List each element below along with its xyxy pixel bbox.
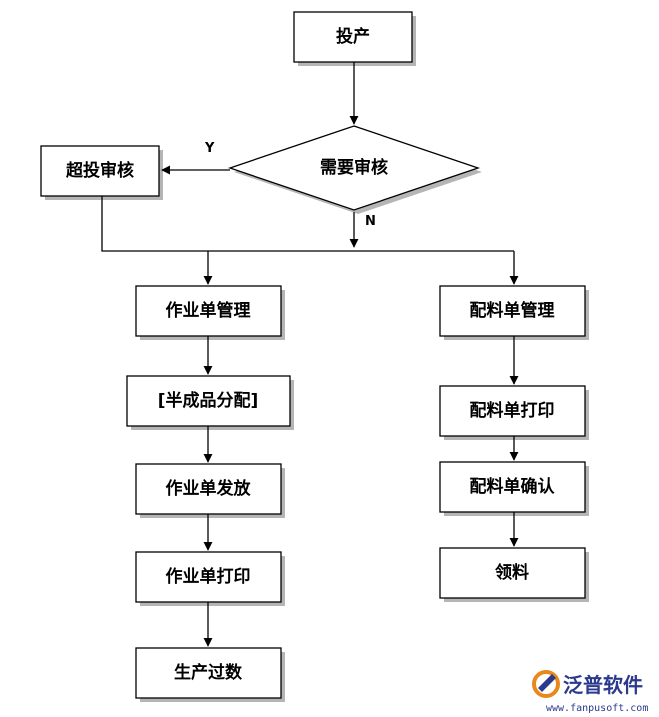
node-start-box: [293, 11, 413, 63]
node-material-pickup-label: 领料: [495, 562, 529, 583]
node-semi-alloc-box: [126, 375, 291, 427]
node-material-mgmt-label: 配料单管理: [470, 300, 555, 321]
node-material-confirm-box: [439, 461, 586, 513]
brand-url: www.fanpusoft.com: [546, 703, 648, 714]
node-decision-label: 需要审核: [320, 157, 388, 178]
node-semi-alloc-label: [半成品分配]: [158, 390, 259, 411]
brand-watermark: 泛普软件 www.fanpusoft.com: [532, 670, 648, 714]
node-work-order-print-box: [135, 551, 282, 603]
brand-name: 泛普软件: [563, 673, 643, 697]
edge-merge-bus: [101, 195, 514, 252]
nodes: [40, 11, 586, 699]
node-production-report-box: [135, 647, 282, 699]
node-work-order-release-box: [135, 463, 282, 515]
node-material-confirm-label: 配料单确认: [470, 476, 556, 497]
node-start-label: 投产: [336, 26, 370, 47]
node-material-pickup-box: [439, 547, 586, 599]
node-over-review-label: 超投审核: [66, 160, 134, 181]
edge-no-label: N: [365, 214, 376, 229]
node-work-order-release-label: 作业单发放: [166, 478, 252, 499]
node-work-order-print-label: 作业单打印: [166, 566, 251, 587]
node-over-review-box: [40, 145, 160, 197]
edge-yes-label: Y: [204, 141, 215, 156]
node-material-mgmt-box: [439, 285, 586, 337]
node-decision-diamond: [227, 125, 481, 211]
node-material-print-box: [439, 385, 586, 437]
brand-logo-icon: [532, 670, 560, 698]
box-shadows: [45, 16, 589, 702]
node-work-order-mgmt-label: 作业单管理: [166, 300, 251, 321]
node-production-report-label: 生产过数: [174, 662, 243, 683]
node-work-order-mgmt-box: [135, 285, 282, 337]
connectors: [101, 62, 519, 647]
node-material-print-label: 配料单打印: [470, 400, 555, 421]
